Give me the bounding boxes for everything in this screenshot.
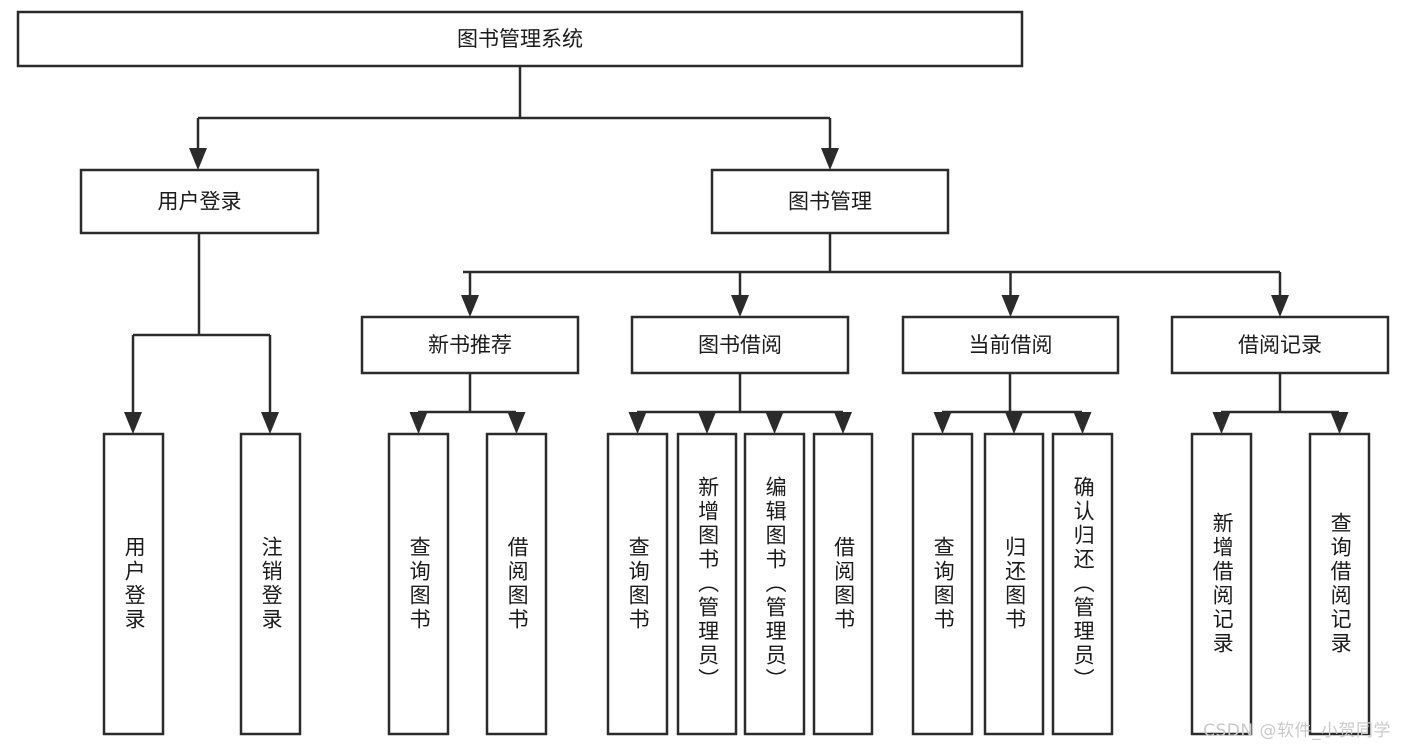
node-box-level3-0[interactable] <box>360 315 580 375</box>
node-box-leaf-4[interactable] <box>606 432 669 736</box>
arrow-head-icon <box>409 412 428 434</box>
node-label-root: 图书管理系统 <box>457 27 583 51</box>
arrow-head-icon <box>1005 412 1023 434</box>
arrow-head-icon <box>189 148 207 170</box>
arrow-head-icon <box>933 412 952 434</box>
arrow-head-icon <box>507 412 526 434</box>
node-label-level3-0: 新书推荐 <box>428 333 512 357</box>
arrow-head-icon <box>1073 412 1092 434</box>
node-box-leaf-9[interactable] <box>983 432 1045 736</box>
node-box-leaf-2[interactable] <box>387 432 450 736</box>
node-box-leaf-0[interactable] <box>102 432 165 736</box>
arrow-head-icon <box>628 412 647 434</box>
node-box-leaf-7[interactable] <box>812 432 874 736</box>
node-label-level3-1: 图书借阅 <box>698 333 782 357</box>
node-box-level3-2[interactable] <box>901 315 1120 375</box>
node-box-leaf-12[interactable] <box>1308 432 1371 736</box>
arrow-head-icon <box>765 412 784 434</box>
node-label-level3-3: 借阅记录 <box>1238 333 1322 357</box>
node-label-level3-2: 当前借阅 <box>969 333 1053 357</box>
node-box-leaf-8[interactable] <box>911 432 974 736</box>
arrow-head-icon <box>124 412 142 434</box>
arrow-head-icon <box>1212 412 1231 434</box>
node-box-level3-1[interactable] <box>630 315 850 375</box>
arrow-head-icon <box>821 148 839 170</box>
arrow-head-icon <box>461 295 479 317</box>
connectors-layer <box>124 66 1349 434</box>
node-box-leaf-5[interactable] <box>676 432 738 736</box>
node-box-root[interactable] <box>16 10 1024 68</box>
node-box-level3-3[interactable] <box>1170 315 1390 375</box>
csdn-watermark: CSDN @软件_小贺同学 <box>1203 721 1391 741</box>
arrow-head-icon <box>834 412 852 434</box>
arrow-head-icon <box>1001 295 1020 317</box>
arrow-head-icon <box>261 412 279 434</box>
node-box-leaf-10[interactable] <box>1051 432 1114 736</box>
boxes-layer <box>16 10 1390 736</box>
node-box-level2-0[interactable] <box>79 168 320 235</box>
arrow-head-icon <box>1271 295 1289 317</box>
node-box-leaf-11[interactable] <box>1190 432 1253 736</box>
arrow-head-icon <box>731 295 749 317</box>
node-label-level2-0: 用户登录 <box>158 190 242 214</box>
node-box-leaf-1[interactable] <box>239 432 302 736</box>
arrow-head-icon <box>698 412 716 434</box>
arrow-head-icon <box>1330 412 1349 434</box>
node-box-leaf-6[interactable] <box>743 432 806 736</box>
node-box-level2-1[interactable] <box>710 168 950 235</box>
node-label-level2-1: 图书管理 <box>788 190 872 214</box>
node-box-leaf-3[interactable] <box>485 432 548 736</box>
